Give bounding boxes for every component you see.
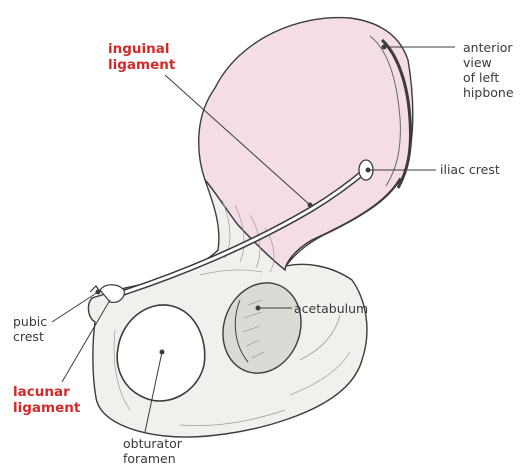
label-inguinal-ligament: inguinal ligament [108, 41, 175, 73]
label-acetabulum: acetabulum [294, 301, 368, 316]
label-iliac-crest: iliac crest [440, 162, 500, 177]
label-anterior-view: anterior view of left hipbone [463, 40, 514, 100]
label-pubic-crest: pubic crest [13, 314, 47, 344]
label-obturator-foramen: obturator foramen [123, 436, 182, 466]
label-lacunar-ligament: lacunar ligament [13, 384, 80, 416]
